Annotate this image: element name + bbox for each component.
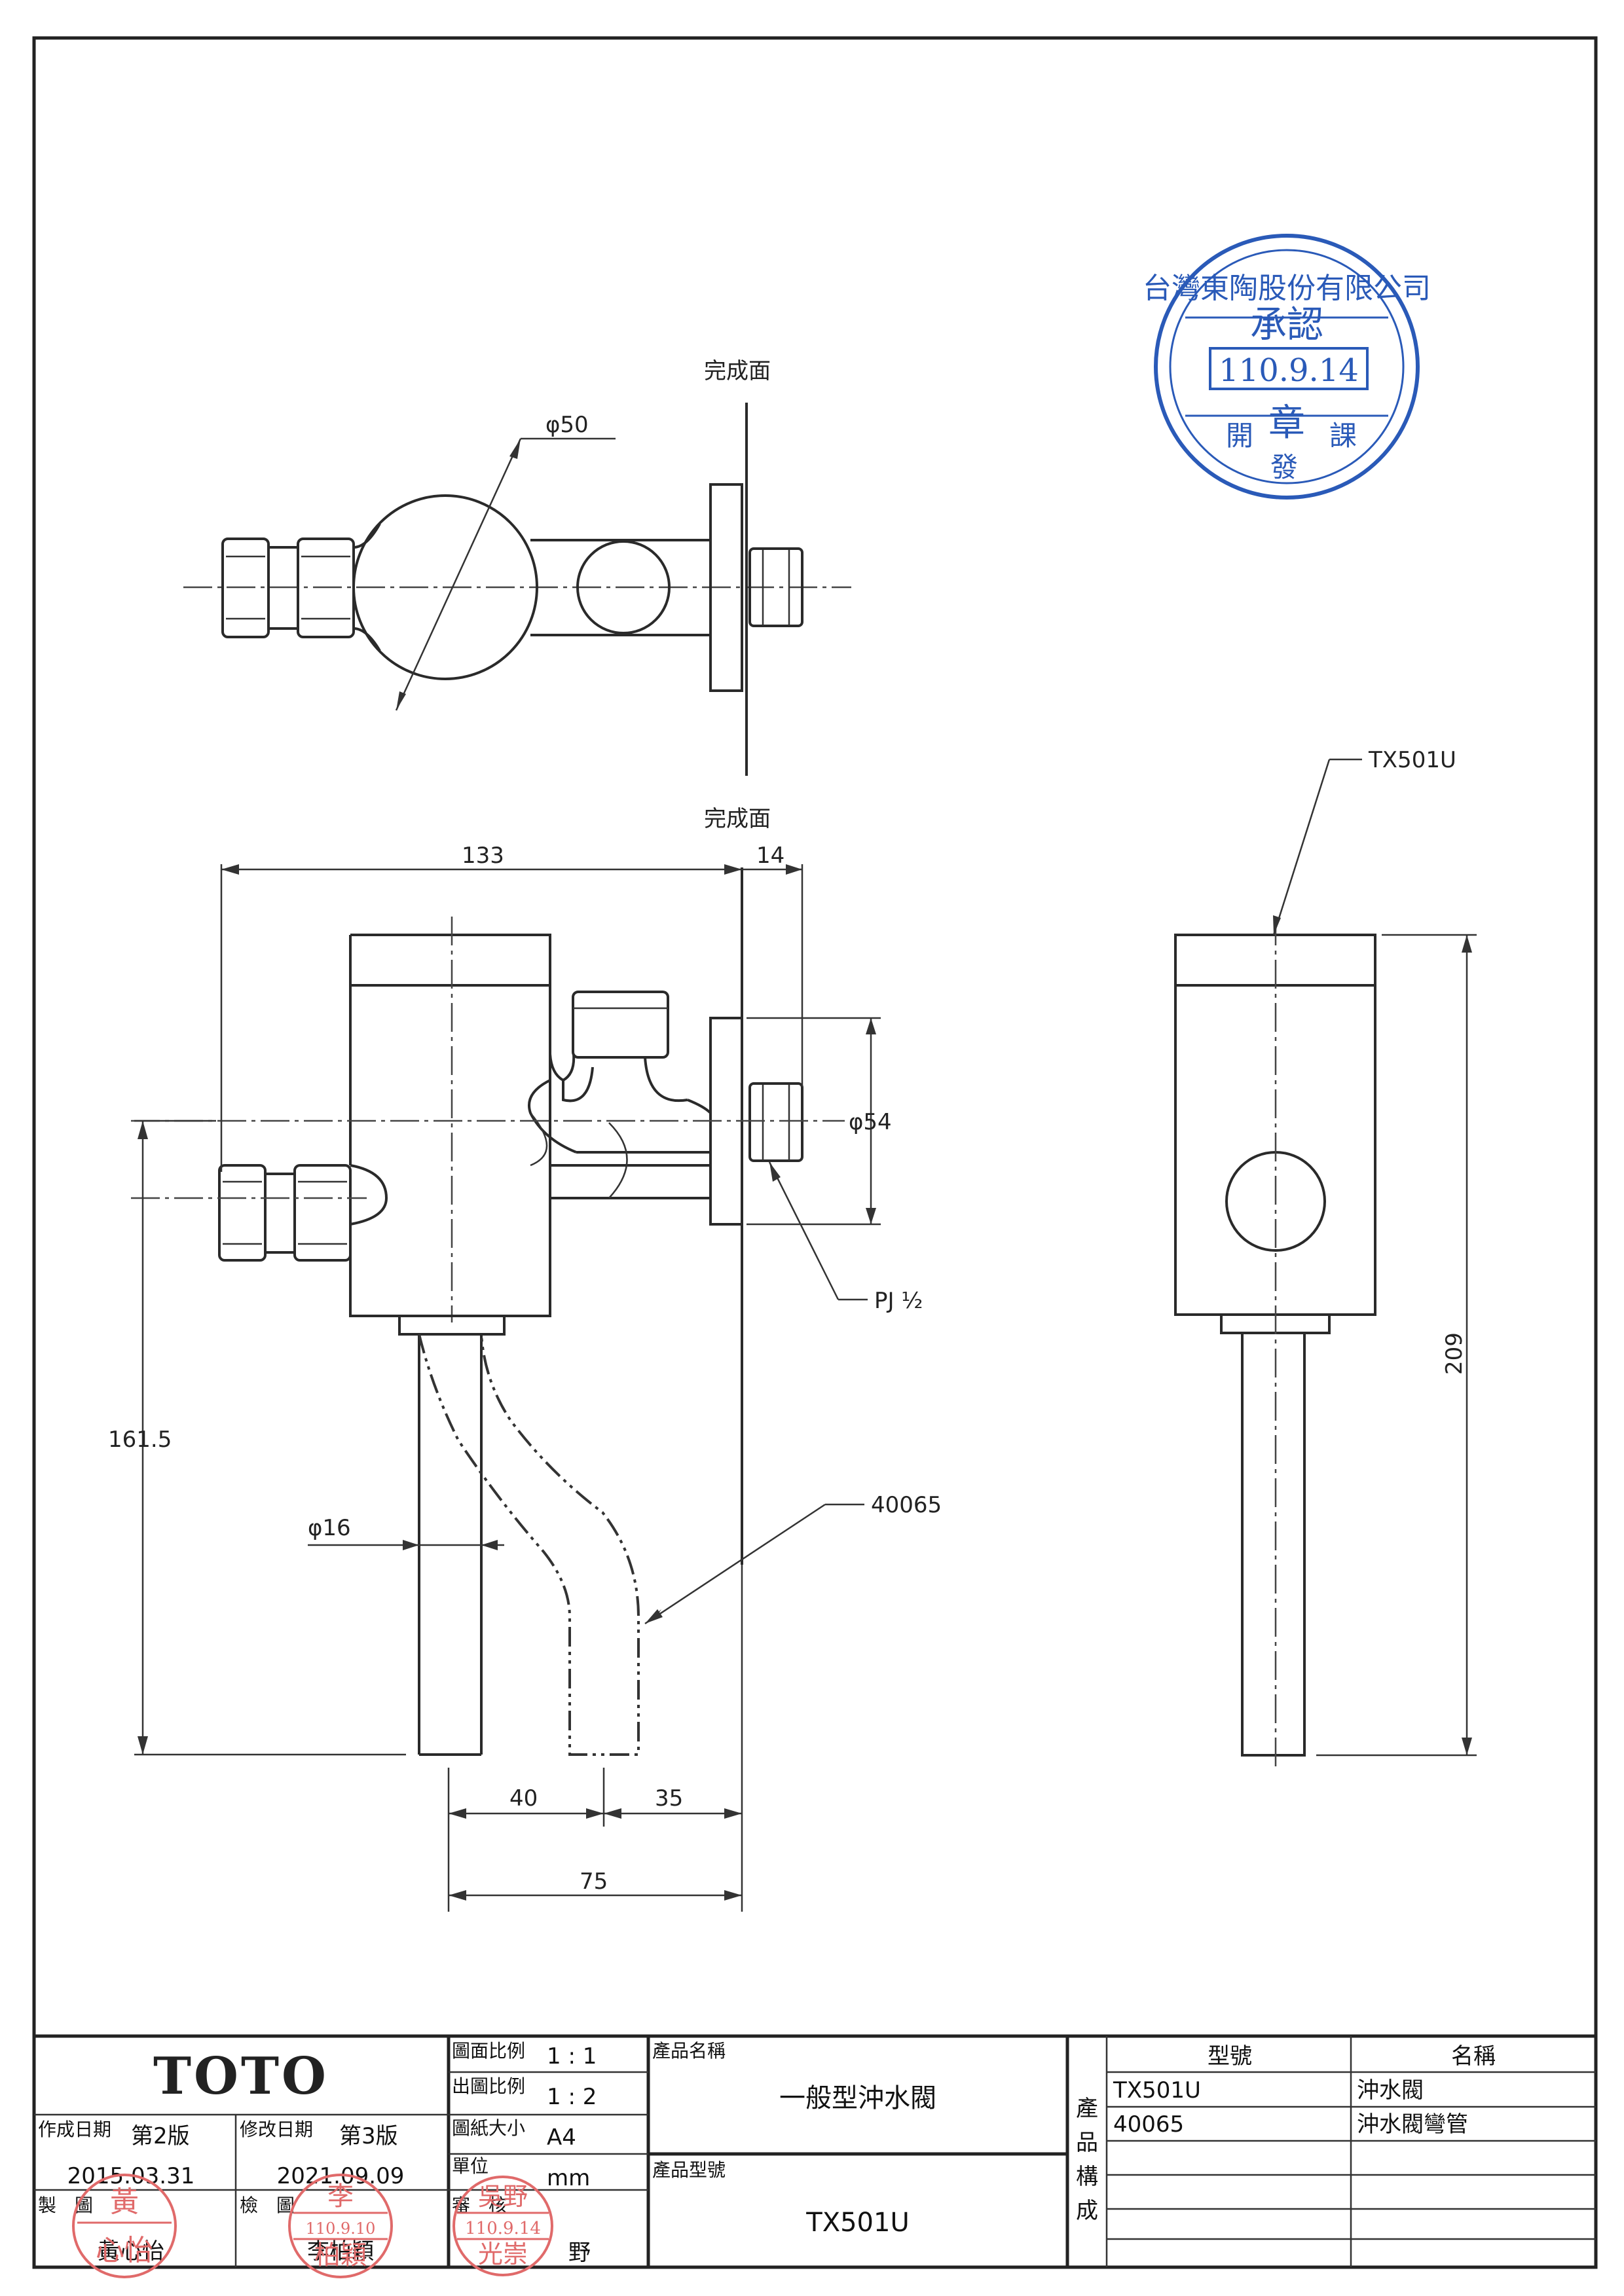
product-name-label: 產品名稱 xyxy=(652,2040,726,2062)
maker-name: 黃心怡 xyxy=(98,2238,164,2265)
dim-35: 35 xyxy=(655,1785,683,1812)
scale-output-label: 出圖比例 xyxy=(452,2075,525,2097)
label-dia-body: φ50 xyxy=(545,412,589,438)
stamp-seal: 章 xyxy=(1268,402,1305,445)
paper-label: 圖紙大小 xyxy=(452,2117,525,2139)
stamp-dept-mid: 發 xyxy=(1270,451,1298,483)
front-view: 完成面 xyxy=(108,806,942,1912)
label-finish-surface-front: 完成面 xyxy=(704,806,771,832)
dim-209: 209 xyxy=(1441,1332,1467,1375)
svg-text:心怡: 心怡 xyxy=(96,2234,153,2267)
svg-text:光崇: 光崇 xyxy=(478,2240,528,2269)
stamp-dept-left: 開 xyxy=(1226,420,1253,452)
scale-drawing: 1 : 1 xyxy=(547,2043,597,2069)
front-top-inlet xyxy=(572,991,669,1059)
scale-drawing-label: 圖面比例 xyxy=(452,2040,525,2062)
composition-label-2: 品 xyxy=(1076,2130,1098,2156)
maker-label: 製 圖 xyxy=(38,2195,93,2216)
stamp-title: 承認 xyxy=(1250,304,1323,346)
dim-75: 75 xyxy=(580,1868,608,1895)
unit: mm xyxy=(547,2165,590,2191)
parts-header-model: 型號 xyxy=(1208,2043,1252,2069)
created-version: 第2版 xyxy=(131,2123,190,2149)
dim-161-5: 161.5 xyxy=(108,1427,172,1453)
part-2-name: 沖水閥彎管 xyxy=(1357,2111,1468,2138)
svg-text:110.9.10: 110.9.10 xyxy=(306,2219,376,2238)
reviewer-name: 野 xyxy=(568,2240,591,2266)
label-finish-surface-top: 完成面 xyxy=(704,358,771,384)
checker-seal: 李 110.9.10 柏穎 xyxy=(288,2174,393,2278)
part-1-name: 沖水閥 xyxy=(1357,2077,1424,2104)
product-name: 一般型沖水閥 xyxy=(779,2083,936,2113)
product-model: TX501U xyxy=(805,2208,909,2238)
toto-logo: TOTO xyxy=(153,2047,329,2106)
checker-label: 檢 圖 xyxy=(240,2195,295,2216)
approval-stamp: 台灣東陶股份有限公司 承認 110.9.14 章 開 發 課 xyxy=(1143,234,1431,500)
checker-name: 李柏穎 xyxy=(307,2238,374,2265)
front-coupling xyxy=(293,1164,352,1262)
revised-version: 第3版 xyxy=(339,2123,398,2149)
side-view: 209 TX501U xyxy=(1174,747,1477,1768)
created-date-label: 作成日期 xyxy=(38,2119,111,2140)
paper-size: A4 xyxy=(547,2124,576,2151)
front-bottom-collar xyxy=(398,1315,506,1336)
label-dia-flange: φ54 xyxy=(849,1109,892,1135)
svg-text:110.9.14: 110.9.14 xyxy=(465,2219,541,2238)
top-thread xyxy=(748,547,803,627)
top-outlet-circle xyxy=(576,540,671,634)
top-view: φ50 完成面 xyxy=(183,358,851,776)
svg-text:李: 李 xyxy=(327,2181,354,2212)
label-part-valve: TX501U xyxy=(1368,747,1456,773)
product-model-label: 產品型號 xyxy=(652,2159,726,2181)
dim-14: 14 xyxy=(756,843,784,869)
side-pipe xyxy=(1241,1332,1306,1757)
stamp-date: 110.9.14 xyxy=(1219,352,1359,389)
top-flange xyxy=(709,483,743,692)
composition-label-3: 構 xyxy=(1076,2164,1098,2190)
front-thread xyxy=(748,1082,803,1162)
composition-label-4: 成 xyxy=(1076,2198,1098,2224)
dim-133: 133 xyxy=(462,843,504,869)
title-block: TOTO 作成日期 第2版 2015.03.31 修改日期 第3版 2021.0… xyxy=(34,2036,1596,2278)
drawing-border xyxy=(32,36,1598,2269)
top-body-circle xyxy=(352,494,538,680)
part-2-model: 40065 xyxy=(1113,2111,1184,2138)
front-nut xyxy=(218,1164,267,1262)
svg-text:柏穎: 柏穎 xyxy=(314,2240,367,2270)
stamp-company: 台灣東陶股份有限公司 xyxy=(1143,272,1431,305)
revised-date-label: 修改日期 xyxy=(240,2119,313,2140)
svg-text:黃: 黃 xyxy=(110,2185,139,2219)
label-part-pipe: 40065 xyxy=(871,1492,942,1518)
label-dia-pipe: φ16 xyxy=(308,1515,351,1541)
dim-40: 40 xyxy=(509,1785,538,1812)
parts-header-name: 名稱 xyxy=(1451,2043,1496,2069)
svg-text:吳野: 吳野 xyxy=(478,2182,528,2211)
part-1-model: TX501U xyxy=(1113,2077,1201,2104)
reviewer-seal: 吳野 110.9.14 光崇 xyxy=(452,2176,553,2276)
maker-seal: 黃 心怡 xyxy=(72,2174,177,2278)
stamp-dept-right: 課 xyxy=(1329,420,1357,452)
composition-label-1: 產 xyxy=(1076,2096,1098,2122)
scale-output: 1 : 2 xyxy=(547,2084,597,2110)
unit-label: 單位 xyxy=(452,2155,489,2177)
label-thread: PJ ½ xyxy=(874,1288,923,1314)
